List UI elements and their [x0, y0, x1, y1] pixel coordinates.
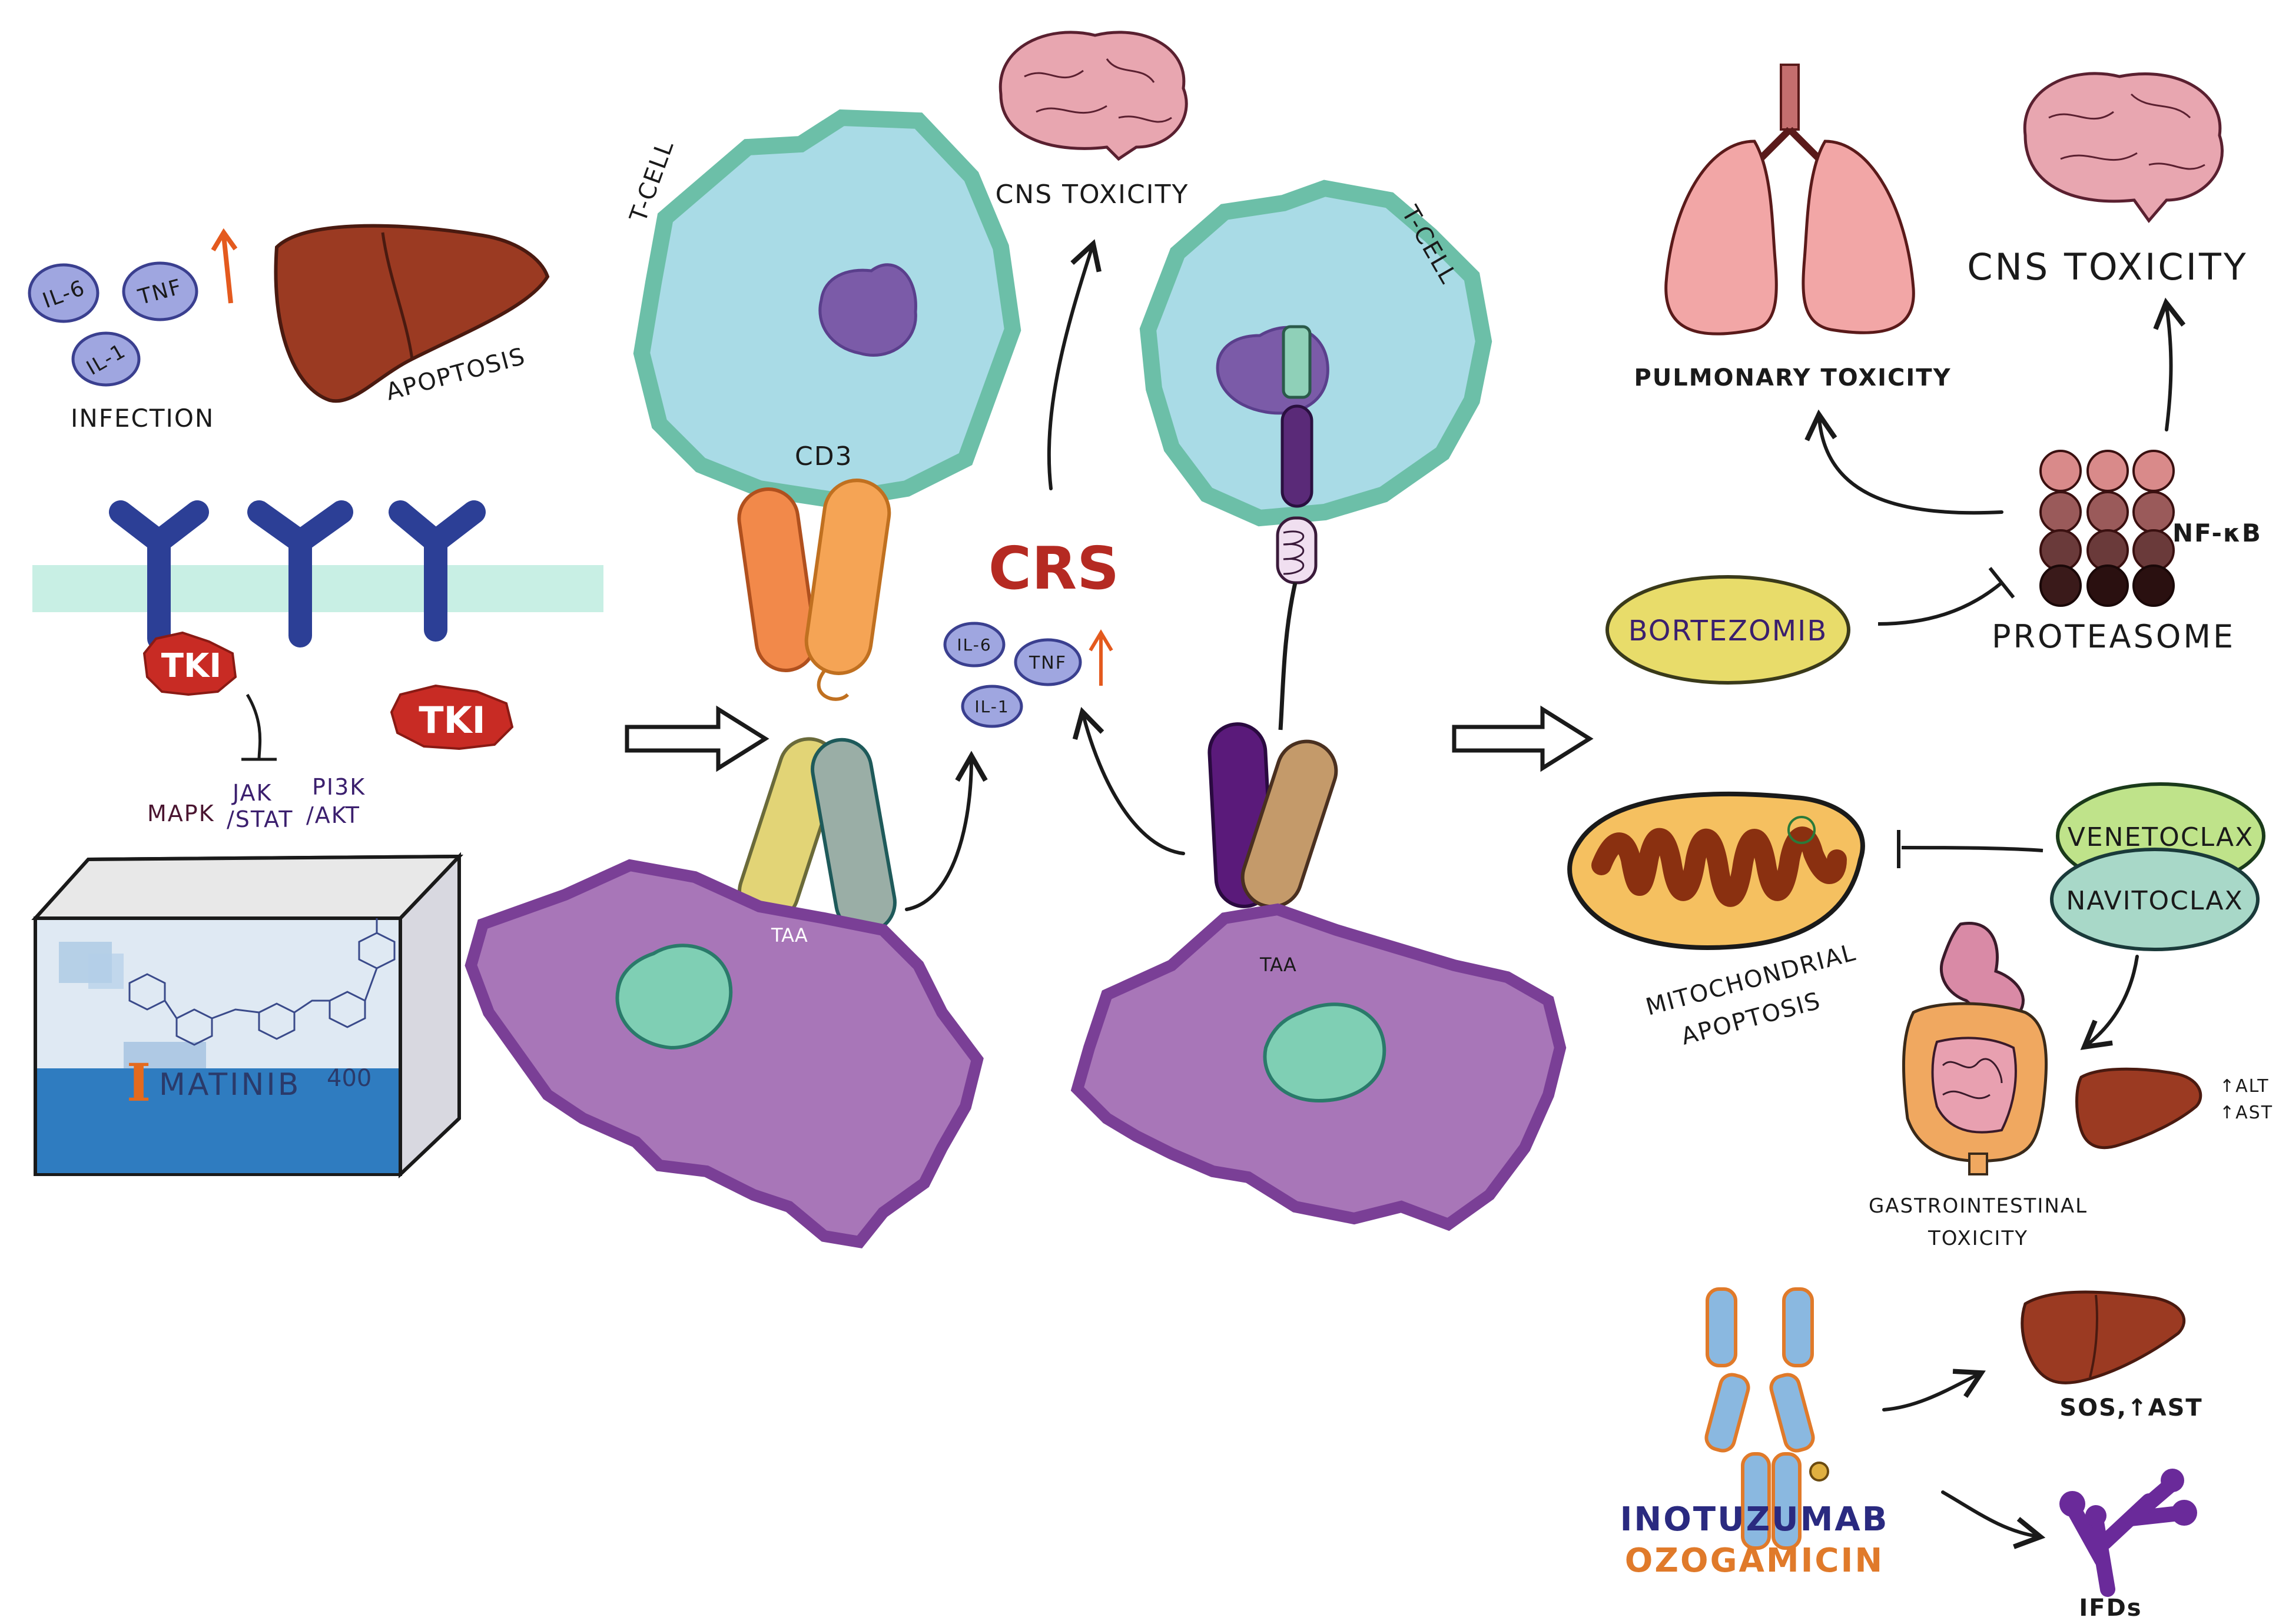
antibody-icon [1704, 1287, 1829, 1550]
cns-toxicity-right-label: CNS TOXICITY [1967, 245, 2248, 288]
arrow-to-cns [1047, 239, 1102, 490]
jak-stat-label: JAK/STAT [227, 780, 293, 832]
proteasome-label: PROTEASOME [1992, 618, 2235, 655]
tki-label-2: TKI [419, 699, 485, 742]
inhibition-line [1877, 567, 2015, 626]
taa-left-label: TAA [771, 924, 808, 946]
sos-ast-label: SOS,↑AST [2059, 1394, 2202, 1422]
navitoclax-oval [2050, 848, 2260, 951]
tki-badge: TKI [390, 684, 514, 750]
center-panel: T-CELL CD3 TAA CNS TOXICITY CRS IL-6 TN [465, 31, 1594, 1248]
arrow-to-cns [2153, 297, 2186, 431]
tki-label-1: TKI [161, 647, 221, 685]
arrow-to-gi [2080, 955, 2139, 1050]
cytokine-tnf: TNF [1014, 638, 1082, 686]
tcr-chain [811, 738, 897, 934]
inhibition-line [241, 693, 277, 761]
taa-right-label: TAA [1259, 954, 1296, 976]
imatinib-dose: 400 [327, 1065, 371, 1092]
inotuzumab-label: INOTUZUMAB [1620, 1500, 1889, 1539]
mapk-label: MAPK [147, 801, 215, 826]
gi-label-1: GASTROINTESTINAL [1869, 1194, 2088, 1218]
crs-tnf-label: TNF [1029, 653, 1067, 673]
cytokine-il1: IL-1 [961, 685, 1023, 728]
tumor-cell-left [465, 859, 984, 1248]
liver-icon [274, 224, 550, 403]
receptor-icon [109, 500, 486, 650]
tcell-nucleus [818, 263, 917, 357]
crs-il1-label: IL-1 [974, 697, 1009, 716]
car-domain [1280, 404, 1313, 508]
cd3-label: CD3 [795, 441, 853, 471]
left-panel: IL-6 TNF IL-1 INFECTION APOPTOSIS TKI [28, 224, 769, 1178]
imatinib-box: I MATINIB 400 [31, 852, 464, 1178]
mitochondrion-icon [1567, 791, 1865, 951]
tumor-nucleus [1263, 1002, 1386, 1103]
liver-icon [2075, 1067, 2202, 1150]
gi-tract-icon [1902, 922, 2048, 1175]
bortezomib-oval [1605, 575, 1850, 685]
infection-label: INFECTION [71, 404, 214, 433]
transition-arrow-icon [625, 705, 769, 772]
lungs-icon [1664, 64, 1915, 336]
crs-il6-label: IL-6 [957, 635, 991, 655]
pi3k-akt-label: PI3K/AKT [306, 774, 366, 828]
increase-arrow-icon [1089, 629, 1113, 686]
crs-label: CRS [988, 534, 1119, 603]
transition-arrow-icon [1452, 705, 1594, 772]
navitoclax-label: NAVITOCLAX [2066, 886, 2243, 916]
car-domain [1282, 325, 1312, 399]
fungus-icon [2065, 1476, 2192, 1597]
gi-label-2: TOXICITY [1928, 1227, 2028, 1250]
tki-badge: TKI [142, 631, 237, 696]
arrow-to-ifd [1941, 1490, 2046, 1549]
inhibition-line [1897, 830, 2043, 868]
cytokine-il6: IL-6 [28, 263, 99, 323]
imatinib-initial: I [127, 1052, 151, 1113]
brain-icon [2023, 72, 2224, 224]
arrow-to-crs [905, 750, 988, 911]
cell-membrane [32, 565, 603, 612]
proteasome-icon [2039, 450, 2175, 607]
brain-icon [998, 31, 1188, 161]
bortezomib-label: BORTEZOMIB [1628, 615, 1828, 647]
cytokine-il1: IL-1 [71, 331, 141, 387]
cytokine-tnf: TNF [122, 261, 198, 321]
venetoclax-label: VENETOCLAX [2068, 822, 2254, 852]
arrow-to-sos [1882, 1369, 1986, 1412]
alt-label: ↑ALT [2220, 1076, 2270, 1097]
arrow-to-crs [1072, 707, 1185, 855]
tumor-nucleus [615, 944, 733, 1050]
car-scfv [1240, 739, 1338, 909]
ast-label: ↑AST [2220, 1102, 2273, 1123]
increase-arrow-icon [221, 235, 233, 304]
pulmonary-toxicity-label: PULMONARY TOXICITY [1634, 364, 1951, 391]
right-panel: PULMONARY TOXICITY CNS TOXICITY NF-κB PR… [1567, 64, 2273, 1622]
cd3-chain [804, 479, 891, 675]
imatinib-name: MATINIB [159, 1067, 301, 1102]
cd3-chain [737, 487, 817, 672]
arrow-to-pulmonary [1804, 409, 2003, 515]
car-hinge [1276, 516, 1318, 584]
ifds-label: IFDs [2079, 1595, 2142, 1622]
nfkb-label: NF-κB [2172, 519, 2262, 547]
cns-toxicity-center-label: CNS TOXICITY [996, 180, 1189, 210]
liver-icon [2021, 1290, 2185, 1384]
ozogamicin-label: OZOGAMICIN [1625, 1542, 1884, 1580]
cytokine-il6: IL-6 [943, 622, 1006, 667]
